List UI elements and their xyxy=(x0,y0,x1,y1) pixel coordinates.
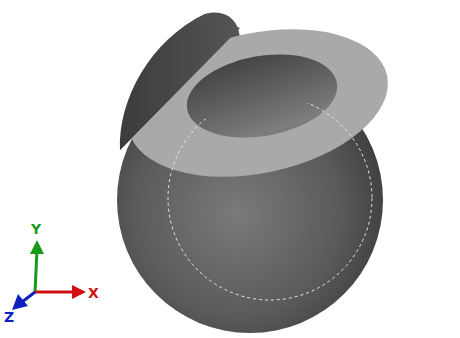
dashed-circle xyxy=(168,96,372,300)
axis-label: X xyxy=(88,286,99,300)
bore-hole xyxy=(180,43,344,148)
axis-label: Z xyxy=(4,310,14,324)
axis-triad xyxy=(12,240,86,310)
top-face xyxy=(114,7,401,199)
axis-label: Y xyxy=(31,222,41,236)
